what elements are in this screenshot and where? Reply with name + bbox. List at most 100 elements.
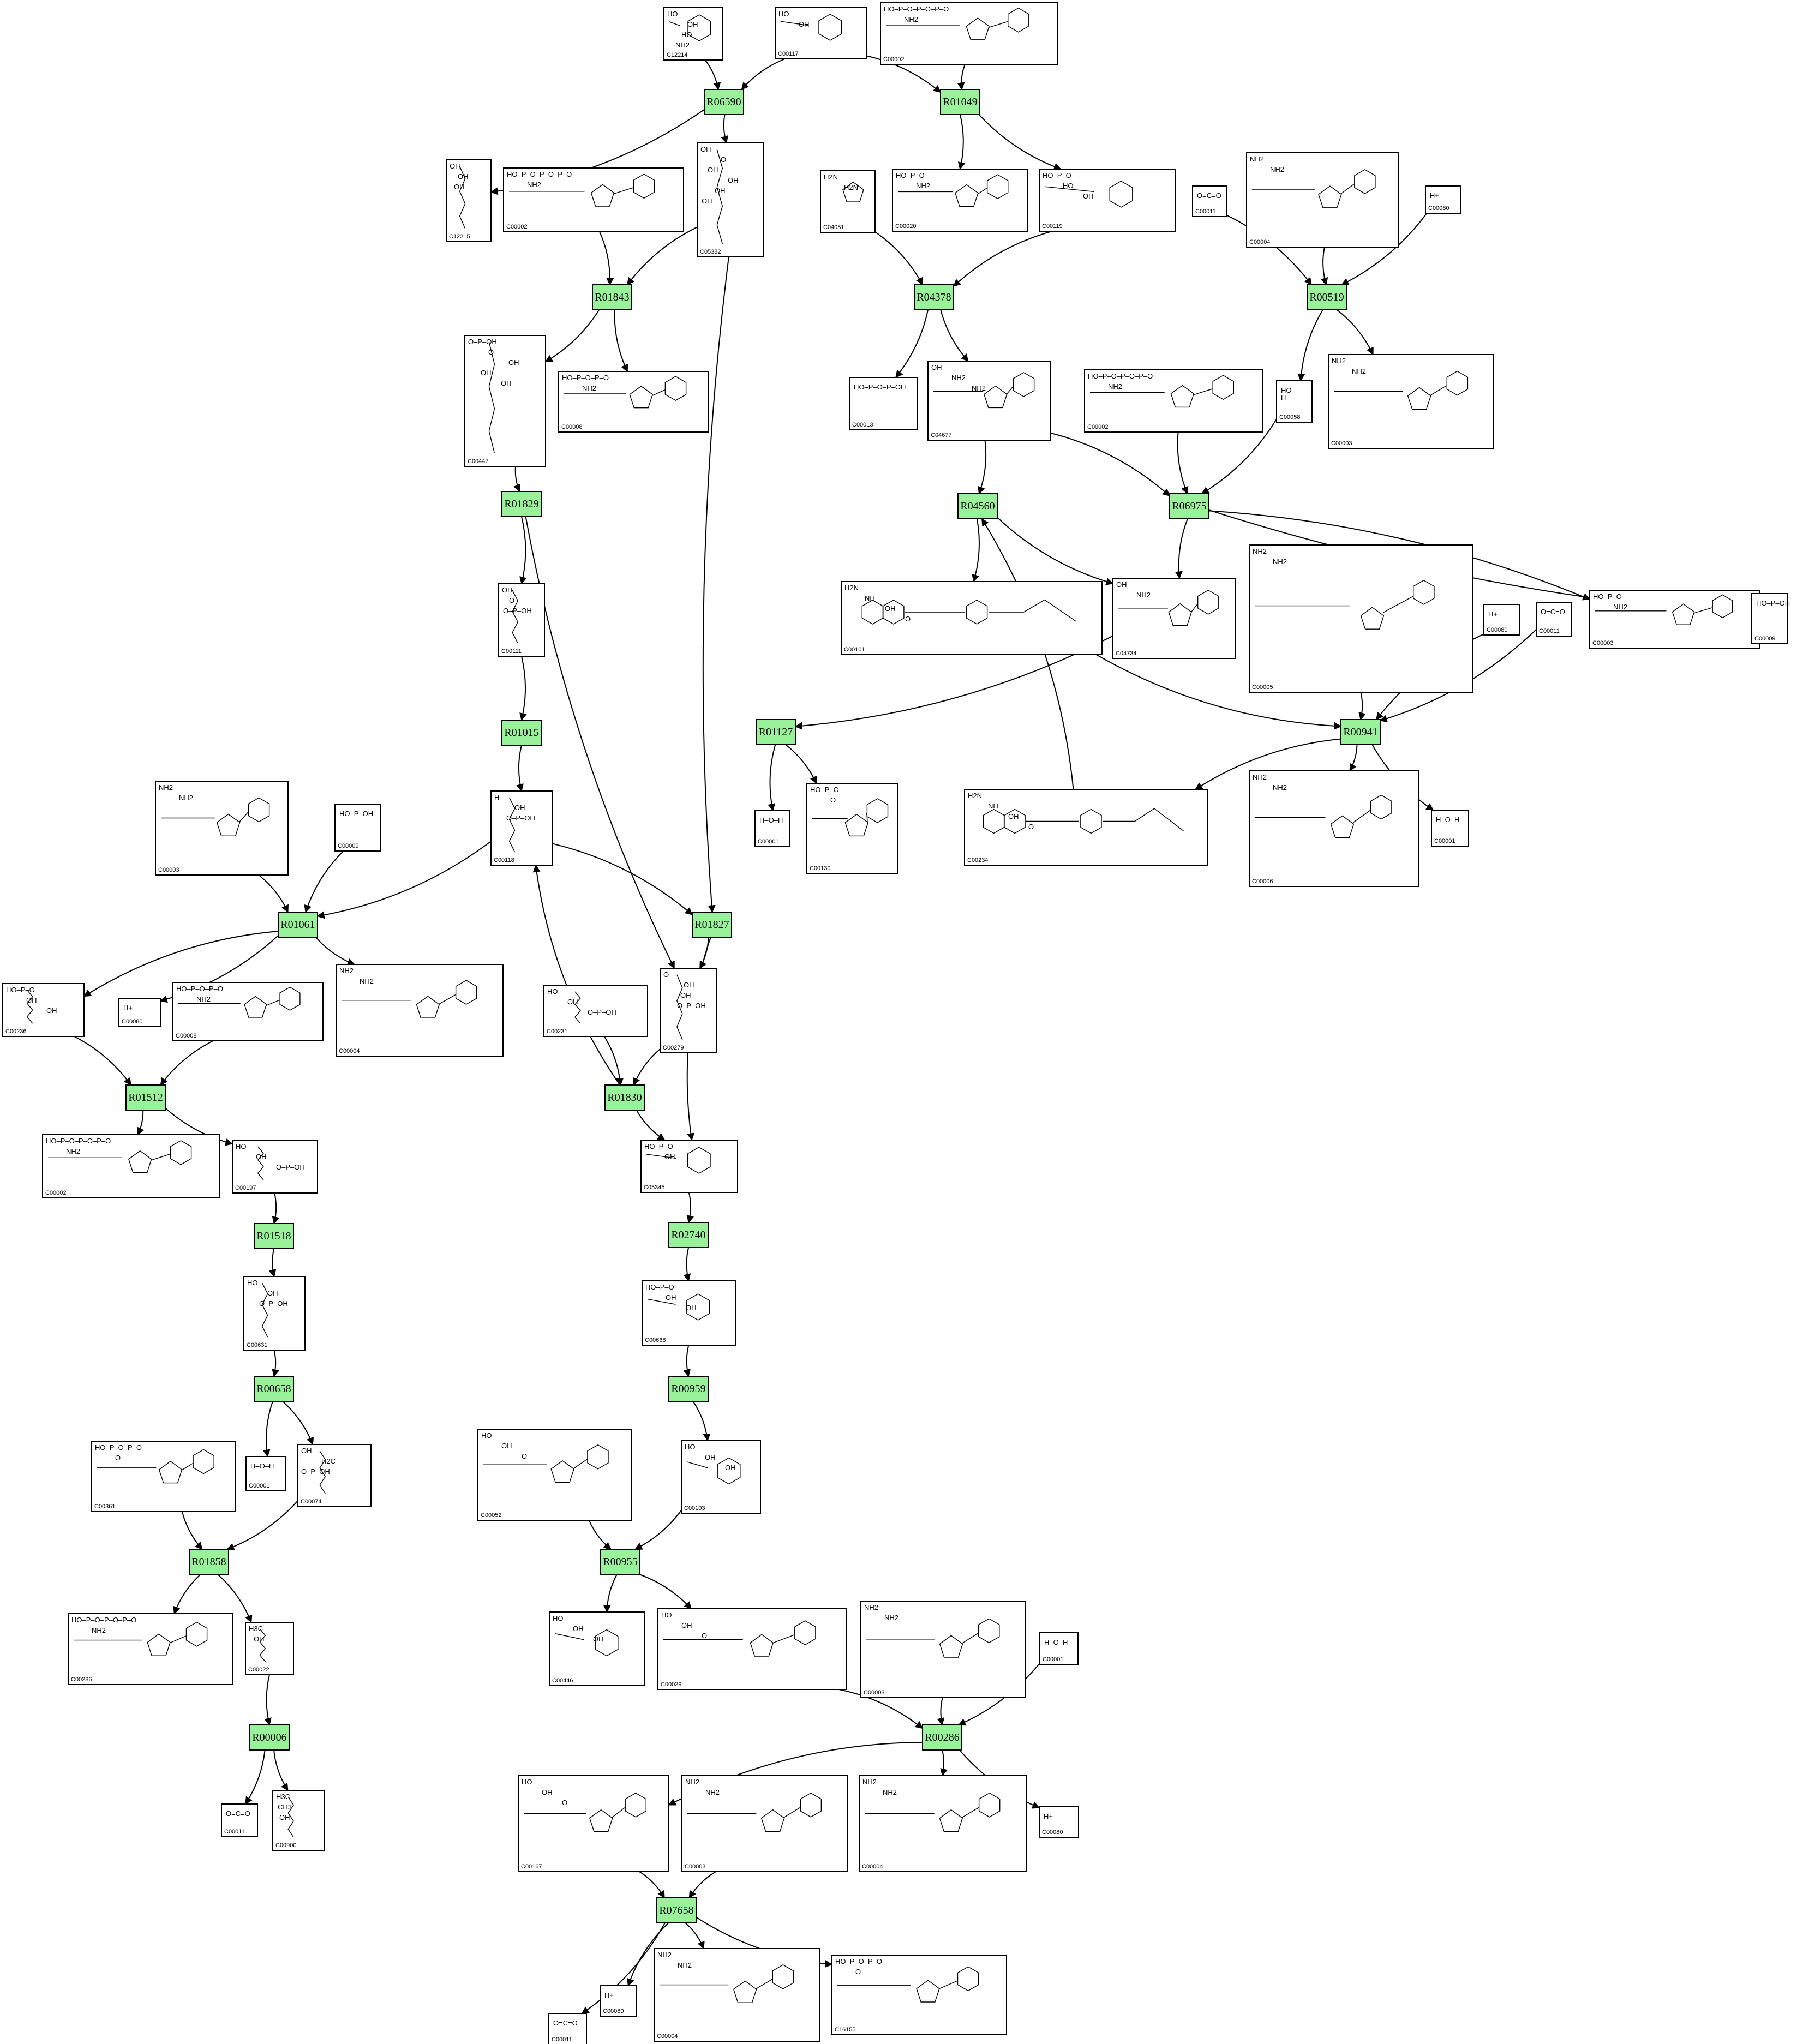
structure-label: OH — [458, 172, 469, 181]
reaction-R01049[interactable]: R01049 — [940, 89, 980, 115]
reaction-R06590[interactable]: R06590 — [704, 89, 744, 115]
structure-label: OH — [279, 1813, 290, 1821]
compound-id-label: C00080 — [1428, 205, 1449, 212]
reaction-R01830[interactable]: R01830 — [604, 1084, 645, 1111]
compound-C00080[interactable]: H+C00080 — [1425, 185, 1461, 214]
structure-label: NH2 — [339, 967, 354, 975]
reaction-R04378[interactable]: R04378 — [914, 284, 954, 310]
reaction-R00519[interactable]: R00519 — [1307, 284, 1347, 310]
reaction-R00959[interactable]: R00959 — [668, 1376, 709, 1402]
reaction-R01829[interactable]: R01829 — [501, 491, 542, 517]
compound-C00080[interactable]: H+C00080 — [1039, 1806, 1079, 1838]
edge-c44-R02740 — [686, 1192, 694, 1224]
edge-c12-R00519 — [1341, 213, 1428, 285]
reaction-R00286[interactable]: R00286 — [922, 1724, 962, 1751]
reaction-R00006[interactable]: R00006 — [249, 1724, 290, 1751]
reaction-R00955[interactable]: R00955 — [600, 1549, 640, 1575]
reaction-R00658[interactable]: R00658 — [254, 1376, 294, 1402]
reaction-R01827[interactable]: R01827 — [692, 912, 732, 938]
reaction-R07658[interactable]: R07658 — [656, 1897, 697, 1923]
reaction-R01843[interactable]: R01843 — [592, 284, 632, 310]
compound-C00080[interactable]: H+C00080 — [118, 998, 161, 1027]
reaction-R01512[interactable]: R01512 — [125, 1084, 166, 1111]
reaction-R01127[interactable]: R01127 — [756, 719, 796, 745]
reaction-R01061[interactable]: R01061 — [278, 912, 318, 938]
ring-shape — [625, 1793, 646, 1818]
reaction-R01858[interactable]: R01858 — [189, 1549, 229, 1575]
reaction-R01015[interactable]: R01015 — [501, 720, 542, 746]
compound-C00080[interactable]: H+C00080 — [1483, 604, 1520, 636]
reaction-R04560[interactable]: R04560 — [957, 493, 998, 519]
reaction-R00941[interactable]: R00941 — [1340, 719, 1381, 745]
reaction-R01518[interactable]: R01518 — [254, 1223, 294, 1249]
reaction-R02740[interactable]: R02740 — [668, 1222, 709, 1248]
pentose-ring-shape — [842, 182, 864, 202]
reaction-R06975[interactable]: R06975 — [1169, 493, 1209, 519]
compound-C00080[interactable]: H+C00080 — [600, 1985, 637, 2017]
pentose-ring-shape — [760, 1809, 785, 1832]
